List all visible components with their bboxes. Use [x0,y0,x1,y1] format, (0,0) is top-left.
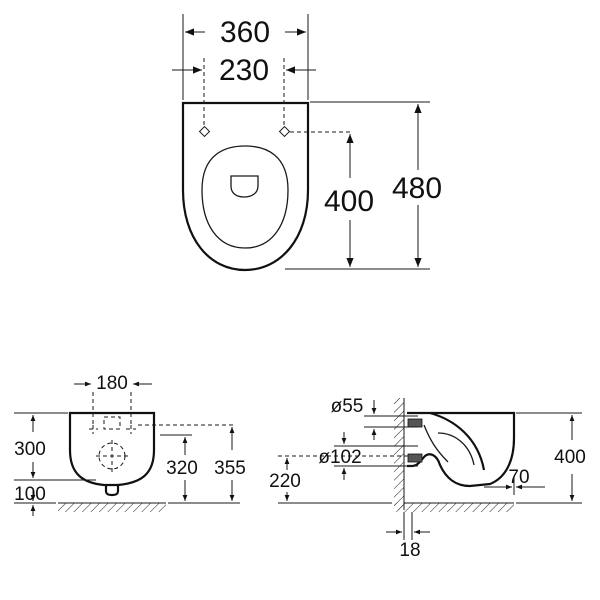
side-view: ø55 ø102 220 400 70 18 [269,396,586,561]
dim-180-label: 180 [96,373,128,394]
fixing-stud-lower [407,453,423,463]
floor-hatch-left [58,503,166,512]
dim-360-label: 360 [220,16,270,49]
dim-18-label: 18 [399,540,420,561]
flush-outlet [230,175,259,198]
top-view: 360 230 400 480 [172,14,442,272]
bowl-outline [181,101,310,272]
dim-220-label: 220 [269,471,301,492]
side-view-bowl [407,411,516,488]
dia-55-label: ø55 [331,396,364,417]
dim-480-label: 480 [392,172,442,205]
floor-hatch-right [394,503,514,512]
dim-70-label: 70 [508,467,529,488]
wall-hatch [394,398,404,510]
fixing-stud-upper [407,418,423,428]
dim-230-label: 230 [219,54,269,87]
dim-100-label: 100 [14,484,46,505]
back-view: 180 300 100 320 355 [14,373,246,516]
dim-400-side-label: 400 [554,447,586,468]
dim-400-label: 400 [324,185,374,218]
fixing-hole-left [198,125,211,138]
dim-355-label: 355 [214,458,246,479]
dim-320-label: 320 [166,458,198,479]
dia-102-label: ø102 [318,447,361,468]
dim-300-label: 300 [14,439,46,460]
seat-opening [201,145,289,249]
fixing-hole-right [278,125,291,138]
